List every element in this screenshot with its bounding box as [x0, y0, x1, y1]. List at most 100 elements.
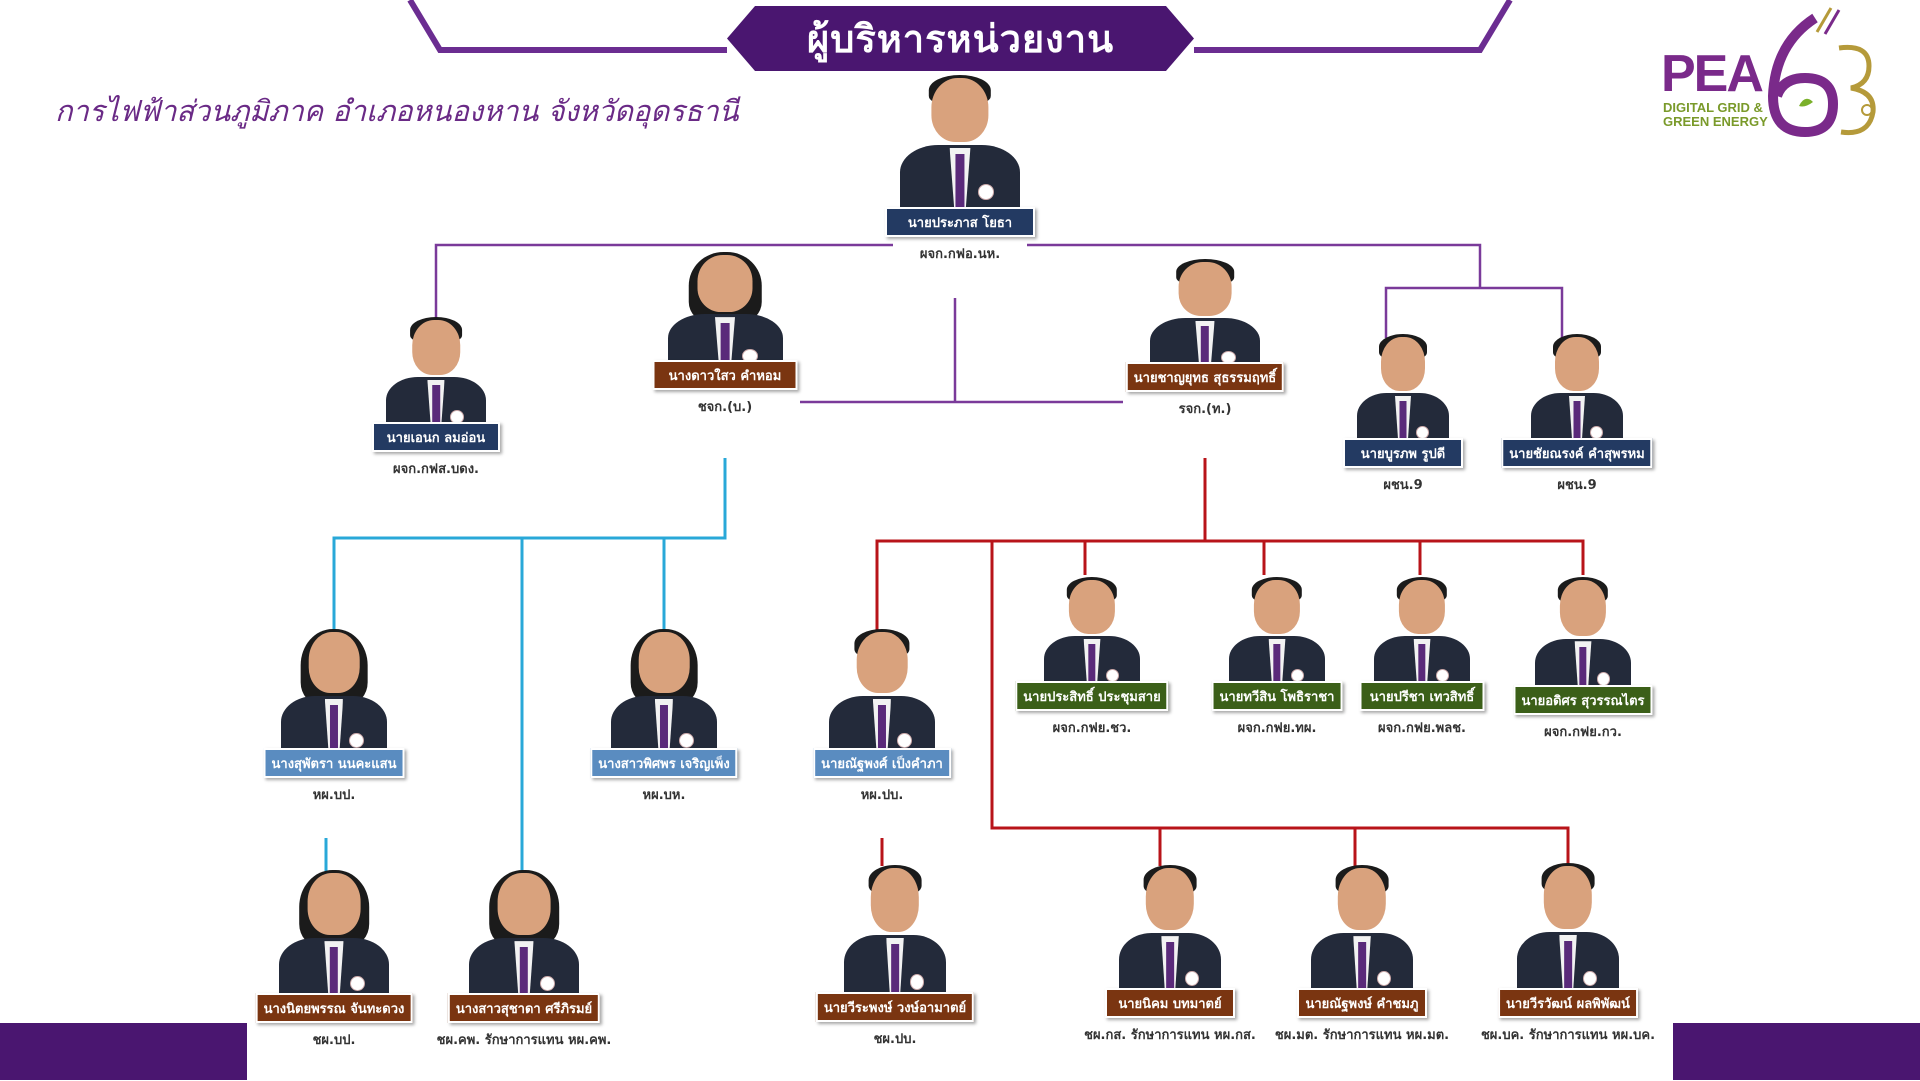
photo-head [308, 632, 360, 693]
photo-tie [329, 947, 339, 1013]
photo-tie [519, 947, 529, 1013]
photo-head [412, 320, 460, 375]
photo-head [1543, 866, 1593, 929]
person-position: ผจก.กฟย.กว. [1544, 725, 1622, 740]
person-card-p6: นายชัยณรงค์ คำสุพรหมผชน.9 [1467, 334, 1687, 526]
photo-head [1145, 868, 1195, 931]
logo-tagline-2: GREEN ENERGY [1663, 114, 1768, 129]
person-position: หผ.บป. [312, 788, 356, 803]
footer-bar-left [0, 1023, 247, 1080]
person-name: นายชัยณรงค์ คำสุพรหม [1501, 438, 1653, 468]
person-position: ชผ.ปบ. [873, 1032, 917, 1047]
person-name: นางดาวใสว คำหอม [652, 360, 798, 390]
page-title: ผู้บริหารหน่วยงาน [806, 17, 1115, 61]
person-card-p4: นายชาญยุทธ สุธรรมฤทธิ์รจก.(ท.) [1095, 259, 1315, 450]
person-name: นายวีระพงษ์ วงษ์อามาตย์ [815, 992, 975, 1022]
person-position: ชผ.คพ. รักษาการแทน หผ.คพ. [436, 1033, 612, 1048]
logo-brand: PEA [1661, 45, 1764, 103]
photo-badge [909, 973, 924, 990]
photo-badge [1582, 970, 1597, 986]
header-frame-left [407, 0, 727, 53]
photo-tie [955, 154, 965, 221]
footer-bar-right [1673, 1023, 1920, 1080]
photo-tie [720, 322, 730, 382]
person-position: ชผ.บค. รักษาการแทน หผ.บค. [1480, 1028, 1656, 1043]
photo-head [1381, 337, 1425, 391]
line-right-branch [1384, 286, 1564, 338]
person-card-p16: นายวีระพงษ์ วงษ์อามาตย์ชผ.ปบ. [785, 864, 1005, 1080]
person-name: นายประภาส โยธา [885, 207, 1035, 237]
person-name: นางสุพัตรา นนคะแสน [263, 748, 405, 778]
photo-badge [1376, 971, 1391, 987]
person-name: นางนิตยพรรณ จันทะดวง [255, 993, 413, 1023]
line-red-main [875, 539, 1585, 630]
person-position: ผจก.กฟย.ทผ. [1237, 721, 1317, 736]
photo-head [497, 873, 551, 936]
logo-63-graphic [1767, 7, 1876, 138]
person-position: ผจก.กฟส.บดง. [393, 462, 479, 477]
person-position: หผ.ปบ. [860, 788, 904, 803]
photo-badge [679, 732, 694, 748]
photo-tie [1088, 644, 1096, 701]
person-name: นายวีรวัฒน์ ผลพิพัฒน์ [1498, 988, 1638, 1018]
person-name: นายชาญยุทธ สุธรรมฤทธิ์ [1125, 362, 1285, 392]
org-subtitle: การไฟฟ้าส่วนภูมิภาค อำเภอหนองหาน จังหวัด… [55, 94, 739, 128]
person-position: ผจก.กฟอ.นห. [919, 247, 1001, 262]
person-card-p13: นายอดิศร สุวรรณไตรผจก.กฟย.กว. [1473, 577, 1693, 773]
person-name: นายทวีสิน โพธิราชา [1211, 681, 1343, 711]
photo-tie [1166, 942, 1174, 1008]
photo-badge [897, 732, 912, 748]
person-card-p8: นางสาวพิศพร เจริญเพ็งหผ.บห. [554, 629, 774, 836]
person-position: หผ.บห. [642, 788, 686, 803]
line-red-lower [990, 541, 1570, 866]
photo-tie [891, 944, 899, 1011]
header-frame-right [1194, 0, 1513, 53]
person-name: นายอดิศร สุวรรณไตร [1513, 685, 1653, 715]
line-top-left [434, 243, 893, 320]
person-card-p10: นายประสิทธิ์ ประชุมสายผจก.กฟย.ชว. [982, 577, 1202, 769]
person-card-p5: นายบูรภพ รูปดีผชน.9 [1293, 334, 1513, 526]
person-position: ผจก.กฟย.ชว. [1052, 721, 1132, 736]
photo-head [1398, 580, 1446, 634]
photo-badge [977, 183, 994, 200]
photo-head [1068, 580, 1116, 634]
photo-tie [1573, 401, 1581, 458]
person-position: ผชน.9 [1557, 478, 1597, 493]
photo-tie [1418, 644, 1426, 701]
person-card-p15: นางสาวสุชาดา ศรีภิรมย์ชผ.คพ. รักษาการแทน… [414, 870, 634, 1081]
photo-badge [350, 976, 366, 992]
title-banner-shape [727, 6, 1194, 71]
line-top-right [1027, 243, 1482, 288]
person-card-p9: นายณัฐพงศ์ เป็งคำภาหผ.ปบ. [772, 629, 992, 836]
photo-tie [1273, 644, 1281, 701]
photo-head [697, 255, 753, 312]
person-name: นายประสิทธิ์ ประชุมสาย [1015, 681, 1169, 711]
person-name: นายเอนก ลมอ่อน [372, 422, 500, 452]
person-position: ชผ.มต. รักษาการแทน หผ.มต. [1274, 1028, 1450, 1043]
line-blue-main [332, 458, 727, 630]
person-card-p19: นายวีรวัฒน์ ผลพิพัฒน์ชผ.บค. รักษาการแทน … [1458, 863, 1678, 1076]
photo-tie [432, 385, 440, 443]
person-position: ผจก.กฟย.พลช. [1378, 721, 1466, 736]
photo-head [870, 868, 920, 932]
person-card-p18: นายณัฐพงษ์ คำชมภูชผ.มต. รักษาการแทน หผ.ม… [1252, 865, 1472, 1076]
photo-tie [1358, 942, 1366, 1008]
person-name: นายปรีชา เทวสิทธิ์ [1359, 681, 1485, 711]
photo-head [931, 78, 989, 142]
person-card-p14: นางนิตยพรรณ จันทะดวงชผ.บป. [224, 870, 444, 1081]
photo-tie [1399, 401, 1407, 458]
photo-head [638, 632, 690, 693]
person-card-p2: นายเอนก ลมอ่อนผจก.กฟส.บดง. [326, 317, 546, 510]
person-card-p17: นายนิคม บทมาตย์ชผ.กส. รักษาการแทน หผ.กส. [1060, 865, 1280, 1076]
person-position: ชจก.(บ.) [697, 400, 753, 415]
person-name: นางสาวพิศพร เจริญเพ็ง [590, 748, 738, 778]
person-name: นายบูรภพ รูปดี [1343, 438, 1463, 468]
title-banner: ผู้บริหารหน่วยงาน [727, 6, 1194, 71]
person-name: นางสาวสุชาดา ศรีภิรมย์ [447, 993, 601, 1023]
photo-head [856, 632, 908, 693]
person-photo [663, 252, 788, 390]
photo-tie [659, 704, 669, 769]
photo-tie [1200, 326, 1210, 383]
pea-63-logo: PEA DIGITAL GRID & GREEN ENERGY [1655, 4, 1905, 144]
